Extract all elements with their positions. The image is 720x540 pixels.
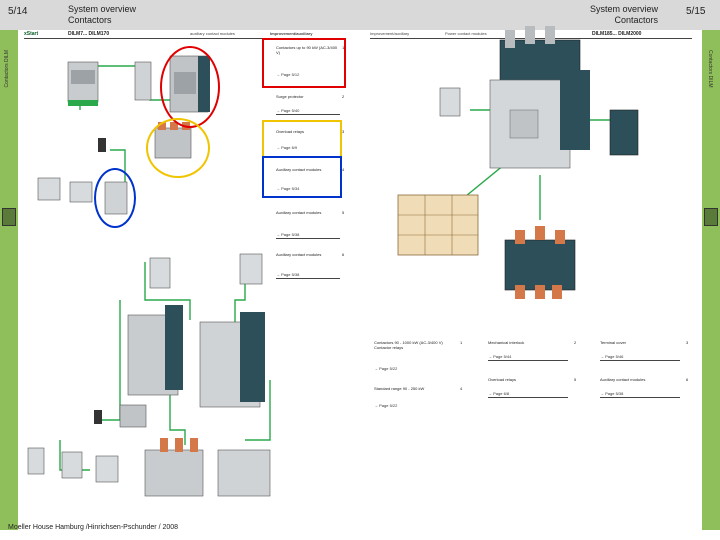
right-item-4-label: Standard range 90 - 250 kW [374, 386, 425, 391]
left-item-3-label: Overload relays [276, 129, 305, 134]
medium-contactors [94, 305, 265, 428]
right-item-6-label: Auxiliary contact modules [600, 377, 646, 382]
left-item-3-link[interactable]: → Page 6/9 [276, 145, 298, 150]
right-item-6-number: 6 [686, 377, 689, 382]
right-item-3-link[interactable]: → Page 5/46 [600, 354, 624, 359]
surge-protectors [149, 253, 263, 289]
left-item-4-label: Auxiliary contact modules [276, 167, 322, 172]
left-item-2-label: Surge protector [276, 94, 304, 99]
left-item-1-number: 1 [342, 45, 345, 50]
left-item-3-number: 3 [342, 129, 345, 134]
left-header-rule [24, 38, 346, 39]
brand-logo: xStart [24, 31, 39, 37]
left-item-2-link[interactable]: → Page 5/40 [276, 108, 300, 113]
red-highlight-circle [160, 46, 220, 128]
right-side-bar [702, 30, 720, 530]
right-item-1-link[interactable]: → Page 5/22 [374, 366, 398, 371]
yellow-highlight-box [262, 120, 342, 158]
terminal-cover [397, 194, 479, 256]
left-item-5-rule [276, 238, 340, 239]
right-item-6-rule [600, 397, 680, 398]
left-item-4-link[interactable]: → Page 5/34 [276, 186, 300, 191]
right-item-2-number: 2 [574, 340, 577, 345]
yellow-highlight-circle [146, 118, 210, 178]
red-highlight-box [262, 38, 346, 88]
bottom-row-modules [27, 438, 271, 497]
left-series-label: DILM7... DILM170 [68, 31, 110, 37]
blue-highlight-circle [94, 168, 136, 228]
right-item-2-label: Mechanical interlock [488, 340, 525, 345]
left-item-5-label: Auxiliary contact modules [276, 210, 322, 215]
right-side-label: Contactors DILM [707, 50, 713, 88]
left-item-1-link[interactable]: → Page 5/12 [276, 72, 300, 77]
left-column-header-b: Improvement/auxiliary [270, 31, 313, 36]
right-item-5-number: 5 [574, 377, 577, 382]
right-series-label: DILM185... DILM2000 [592, 31, 642, 37]
left-item-5-link[interactable]: → Page 5/38 [276, 232, 300, 237]
left-item-6-rule [276, 278, 340, 279]
right-page-title: System overview Contactors [590, 4, 658, 26]
left-side-bar [0, 30, 18, 530]
right-column-header-a: Improvement/auxiliary [370, 31, 410, 36]
left-page-number: 5/14 [8, 6, 28, 17]
right-column-header-b: Power contact modules [445, 31, 487, 36]
left-item-6-label: Auxiliary contact modules [276, 252, 322, 257]
left-column-header-a: auxiliary contact modules [190, 31, 235, 36]
right-subtitle-text: Contactors [614, 15, 659, 25]
left-item-5-number: 5 [342, 210, 345, 215]
left-item-6-number: 6 [342, 252, 345, 257]
large-overload-relay [504, 226, 576, 299]
right-item-2-rule [488, 360, 568, 361]
right-page-number: 5/15 [686, 6, 706, 17]
left-subtitle-text: Contactors [68, 15, 112, 25]
left-book-icon [2, 208, 16, 226]
right-item-1-label: Contactors 90 - 1000 kW (AC-3/400 V) Con… [374, 340, 443, 350]
right-item-3-number: 3 [686, 340, 689, 345]
right-item-3-label: Terminal cover [600, 340, 627, 345]
right-item-1-number: 1 [460, 340, 463, 345]
blue-highlight-box [262, 156, 342, 198]
left-item-2-rule [276, 114, 340, 115]
right-item-4-link[interactable]: → Page 5/22 [374, 403, 398, 408]
right-title-text: System overview [590, 4, 659, 14]
right-item-6-link[interactable]: → Page 5/38 [600, 391, 624, 396]
left-item-2-number: 2 [342, 94, 345, 99]
page-header: 5/14 System overview Contactors System o… [0, 0, 720, 30]
large-contactor [439, 26, 639, 169]
right-item-5-link[interactable]: → Page 6/8 [488, 391, 510, 396]
right-item-4-number: 4 [460, 386, 463, 391]
left-item-1-label: Contactors up to 90 kW (AC-3/400 V) [276, 45, 338, 55]
left-item-4-number: 4 [342, 167, 345, 172]
right-item-3-rule [600, 360, 680, 361]
right-item-5-rule [488, 397, 568, 398]
left-page-title: System overview Contactors [68, 4, 136, 26]
right-item-2-link[interactable]: → Page 5/44 [488, 354, 512, 359]
left-item-6-link[interactable]: → Page 5/38 [276, 272, 300, 277]
left-title-text: System overview [68, 4, 137, 14]
right-item-5-label: Overload relays [488, 377, 517, 382]
right-book-icon [704, 208, 718, 226]
footer-credit: Moeller House Hamburg /Hinrichsen-Pschun… [8, 524, 179, 531]
